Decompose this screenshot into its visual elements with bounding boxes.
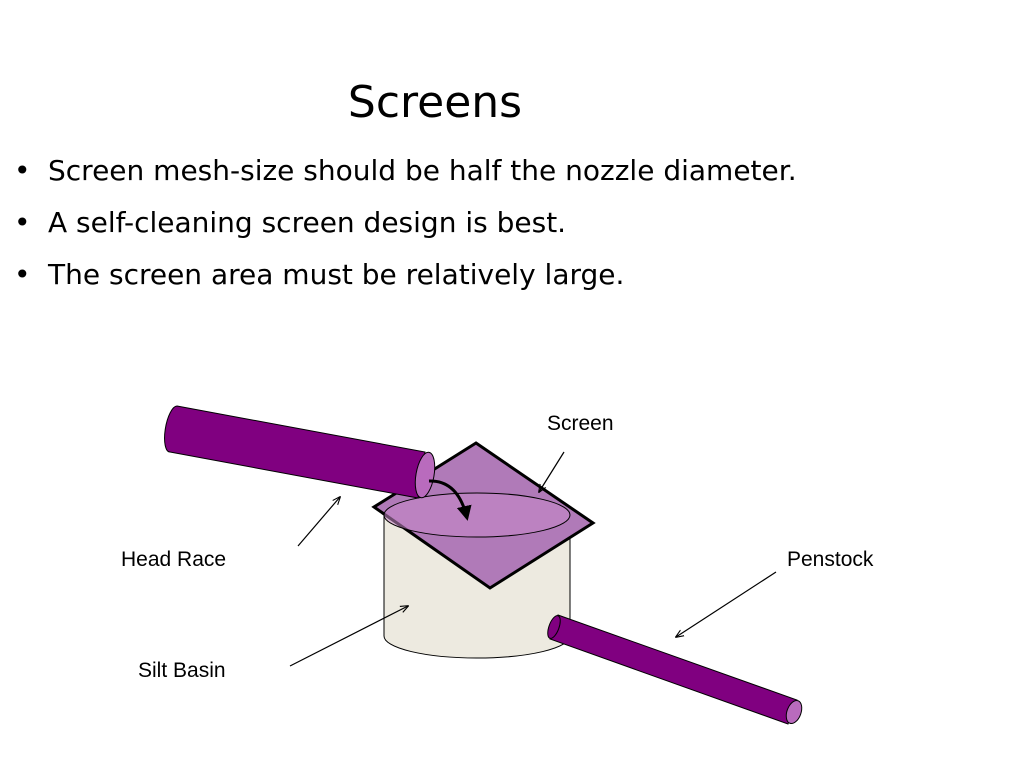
bullet-icon: • <box>14 258 31 291</box>
bullet-text: Screen mesh-size should be half the nozz… <box>48 154 797 187</box>
silt-basin-diagram: Screen Head Race Penstock Silt Basin <box>121 405 874 725</box>
penstock-pipe-inlet <box>547 615 561 639</box>
head-race-pipe-end <box>414 451 436 499</box>
screen-label: Screen <box>547 412 614 435</box>
water-flow-arrow <box>428 479 472 521</box>
penstock-label: Penstock <box>787 548 874 571</box>
bullet-icon: • <box>14 206 31 239</box>
slide-title: Screens <box>347 77 523 129</box>
head-race-leader-arrow <box>297 497 340 547</box>
head-race-pipe <box>164 405 426 499</box>
screen-leader-arrow <box>539 451 565 492</box>
bullet-item: • Screen mesh-size should be half the noz… <box>14 150 797 202</box>
bullet-text: The screen area must be relatively large… <box>48 258 625 291</box>
silt-basin-label: Silt Basin <box>138 659 226 682</box>
bullet-icon: • <box>14 154 31 187</box>
penstock-pipe <box>549 614 798 725</box>
penstock-pipe-end <box>785 699 803 725</box>
bullet-list: • Screen mesh-size should be half the noz… <box>14 150 797 306</box>
head-race-label: Head Race <box>121 548 226 571</box>
bullet-text: A self-cleaning screen design is best. <box>48 206 567 239</box>
bullet-item: • A self-cleaning screen design is best. <box>14 202 797 254</box>
penstock-leader-arrow <box>676 571 777 637</box>
bullet-item: • The screen area must be relatively larg… <box>14 254 797 306</box>
silt-basin-top <box>383 492 571 538</box>
silt-basin-leader-arrow <box>289 606 408 667</box>
